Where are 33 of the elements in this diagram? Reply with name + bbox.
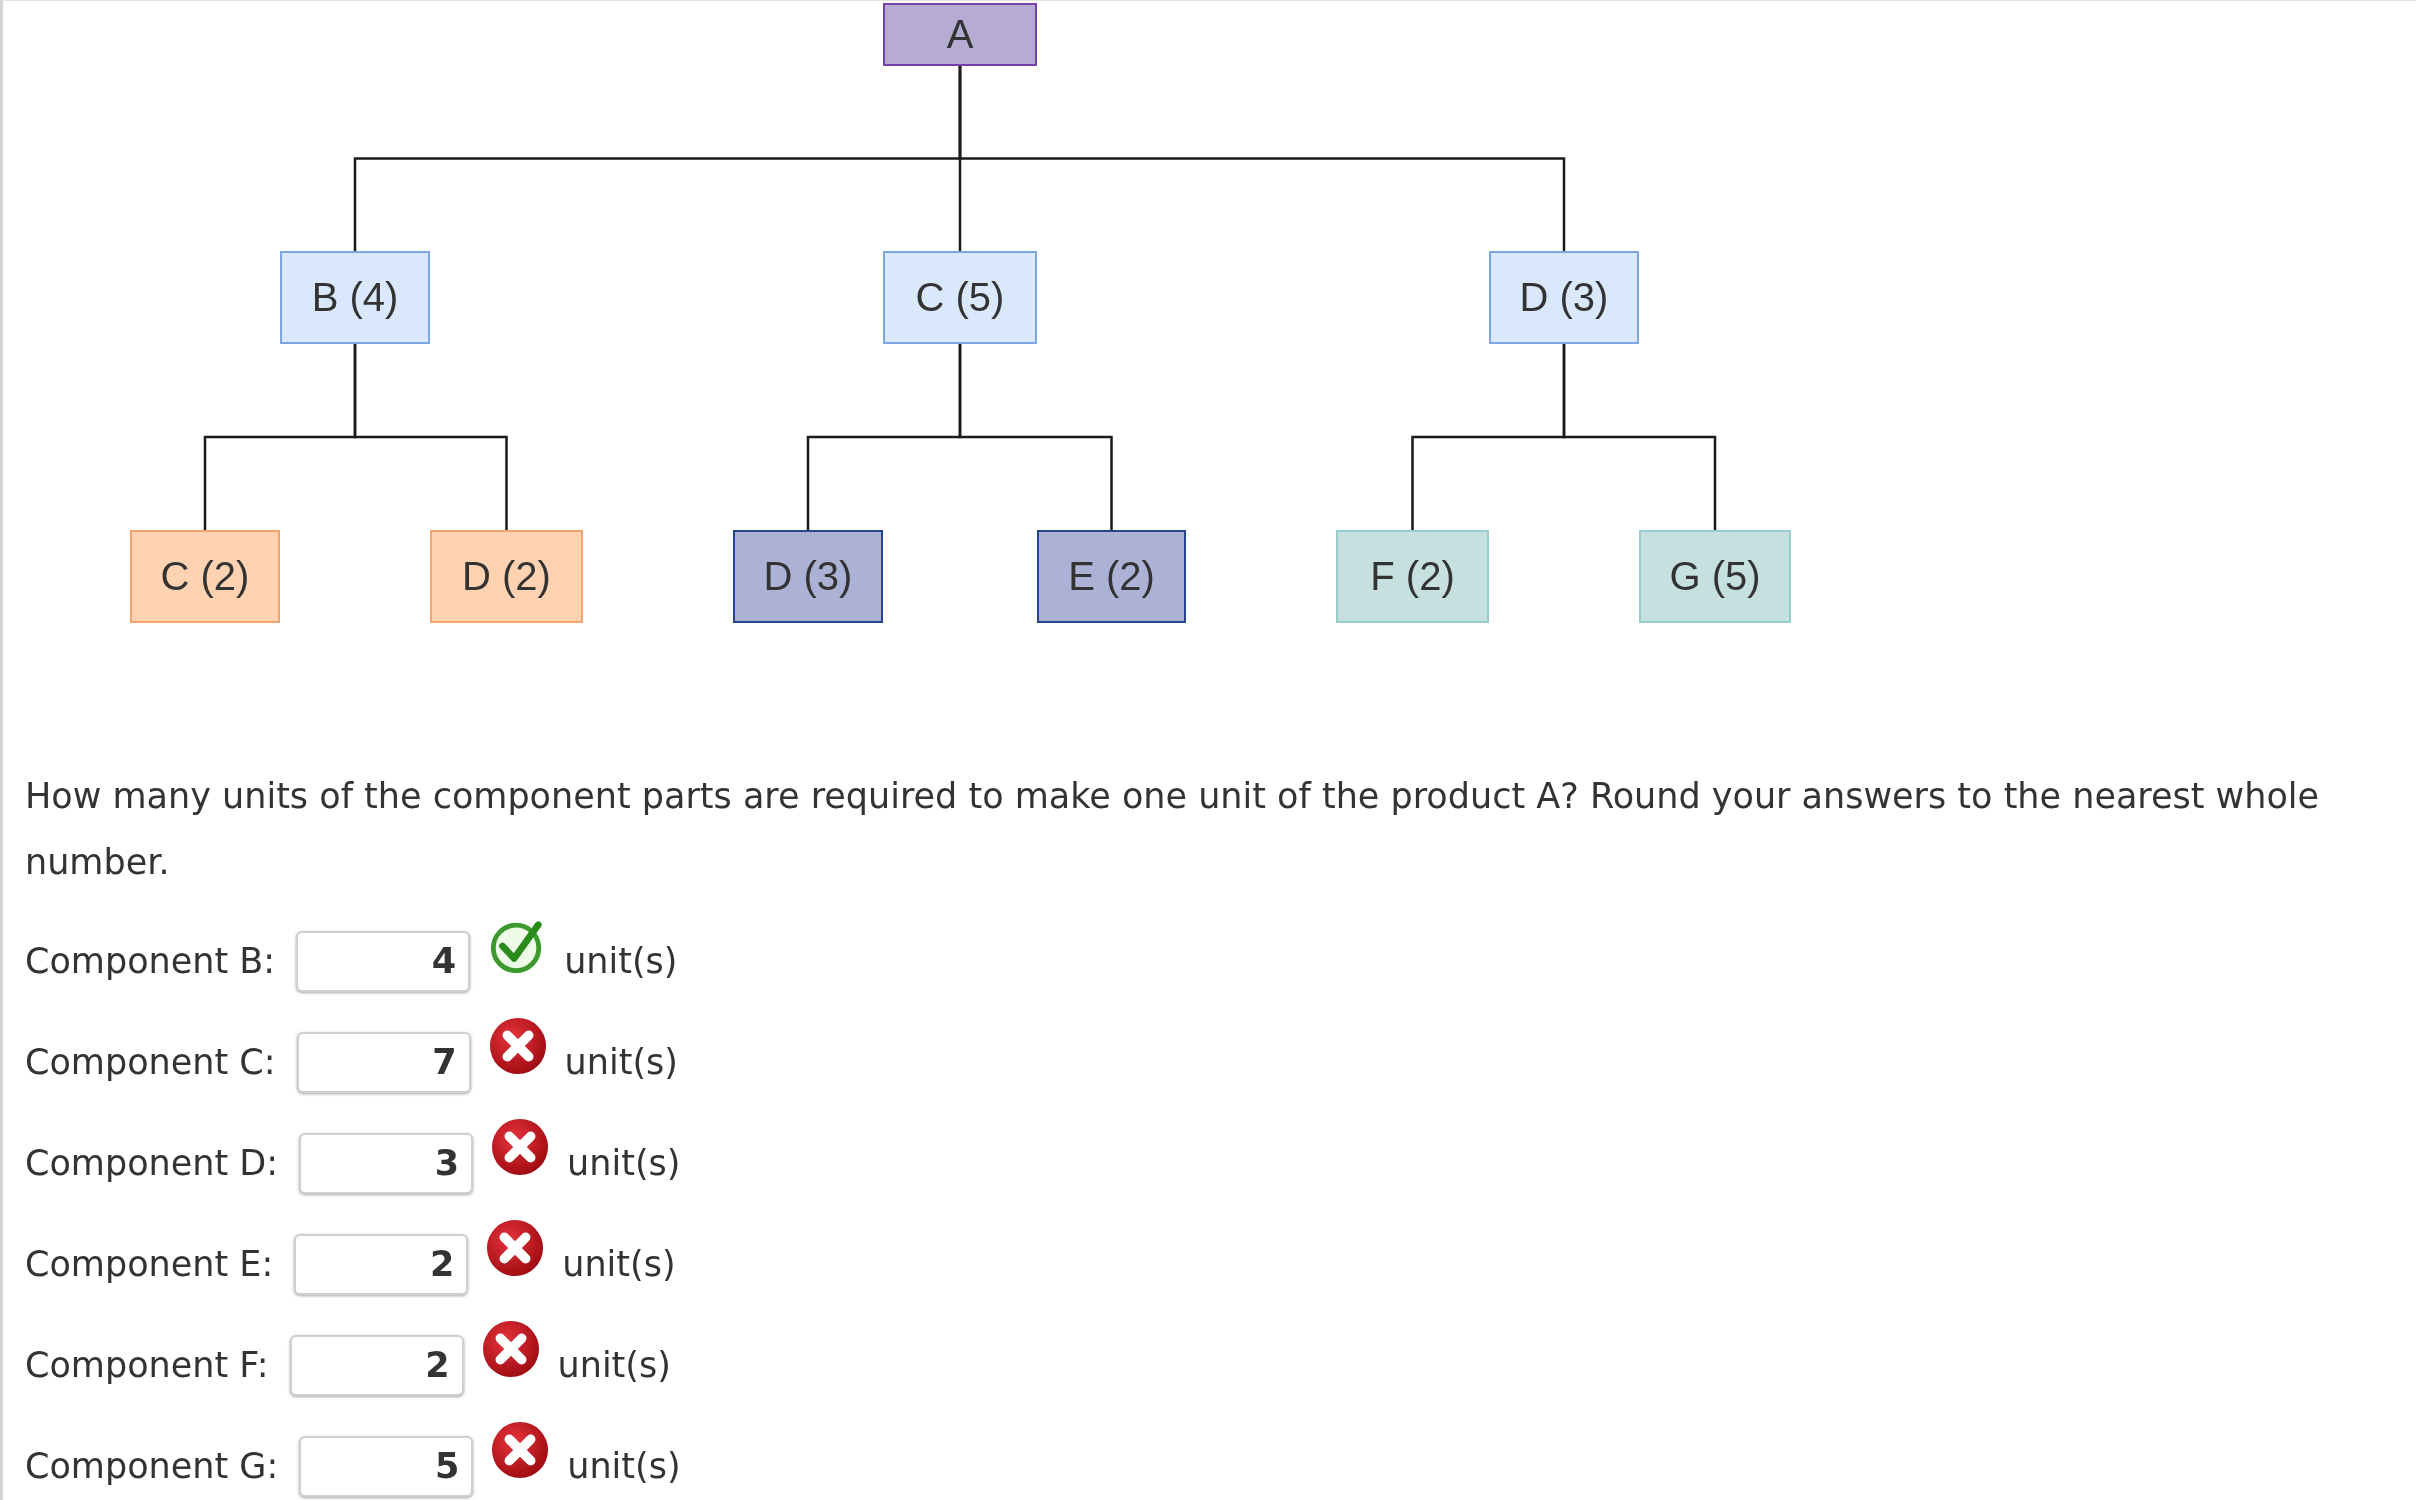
field-label: Component C:: [25, 1041, 276, 1084]
answer-field: 7: [296, 1031, 471, 1093]
unit-label: unit(s): [564, 940, 678, 983]
field-label: Component F:: [25, 1344, 269, 1387]
part-box: B (4): [280, 251, 430, 344]
connector-line: [1562, 344, 1717, 530]
field-label: Component G:: [25, 1445, 279, 1488]
answer-field: 4: [296, 930, 471, 992]
part-box: D (2): [430, 530, 583, 623]
part-box: D (3): [1489, 251, 1639, 344]
field-label: Component E:: [25, 1243, 274, 1286]
part-box: F (2): [1336, 530, 1489, 623]
answer-field: 2: [289, 1334, 464, 1396]
unit-label: unit(s): [567, 1142, 681, 1185]
field-label: Component D:: [25, 1142, 279, 1185]
unit-label: unit(s): [557, 1344, 671, 1387]
field-label: Component B:: [25, 940, 276, 983]
question-text: How many units of the component parts are required to make one unit of the product A? Round your answers to the nearest whole number.: [25, 775, 2321, 884]
unit-label: unit(s): [564, 1041, 678, 1084]
part-box: E (2): [1037, 530, 1186, 623]
connector-line: [958, 66, 1566, 251]
part-box: D (3): [733, 530, 883, 623]
part-box: C (2): [130, 530, 280, 623]
part-box: C (5): [883, 251, 1037, 344]
connector-line: [353, 344, 508, 530]
answer-field: 3: [299, 1132, 474, 1194]
connector-line: [958, 344, 1113, 530]
part-box: A: [883, 3, 1037, 66]
unit-label: unit(s): [567, 1445, 681, 1488]
answer-field: 5: [299, 1435, 474, 1497]
part-box: G (5): [1639, 530, 1791, 623]
answer-field: 2: [294, 1233, 469, 1295]
unit-label: unit(s): [562, 1243, 676, 1286]
